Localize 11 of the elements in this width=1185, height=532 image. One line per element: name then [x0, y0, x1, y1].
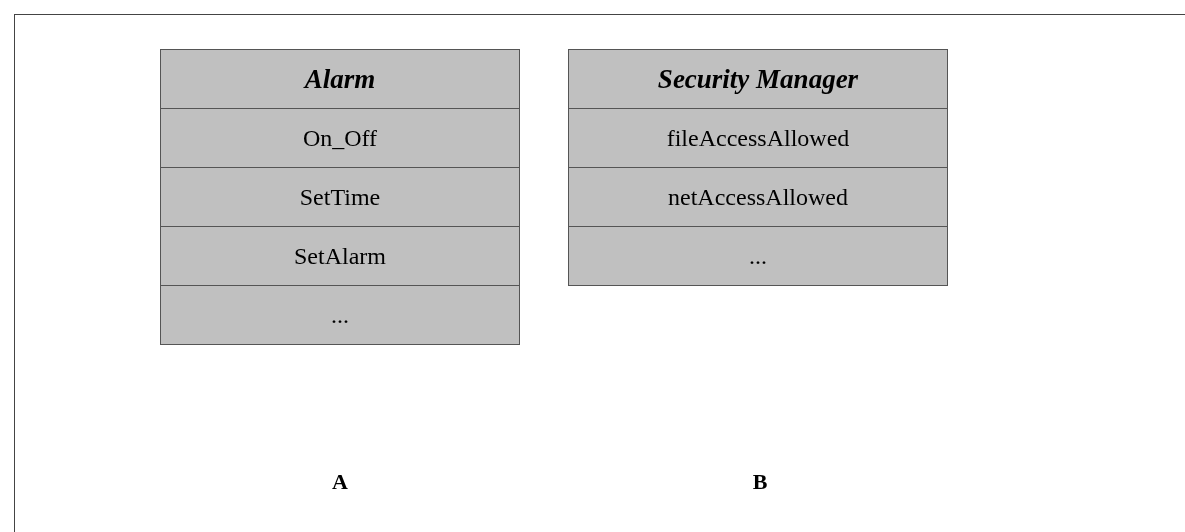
method-cell: fileAccessAllowed: [568, 108, 948, 168]
method-cell: On_Off: [160, 108, 520, 168]
method-cell: ...: [160, 285, 520, 345]
class-header-cell: Alarm: [160, 49, 520, 109]
class-header-cell: Security Manager: [568, 49, 948, 109]
method-cell: ...: [568, 226, 948, 286]
panel-letter: A: [332, 469, 348, 495]
method-cell: SetAlarm: [160, 226, 520, 286]
method-cell: SetTime: [160, 167, 520, 227]
method-cell: netAccessAllowed: [568, 167, 948, 227]
panel-letter: B: [752, 469, 768, 495]
